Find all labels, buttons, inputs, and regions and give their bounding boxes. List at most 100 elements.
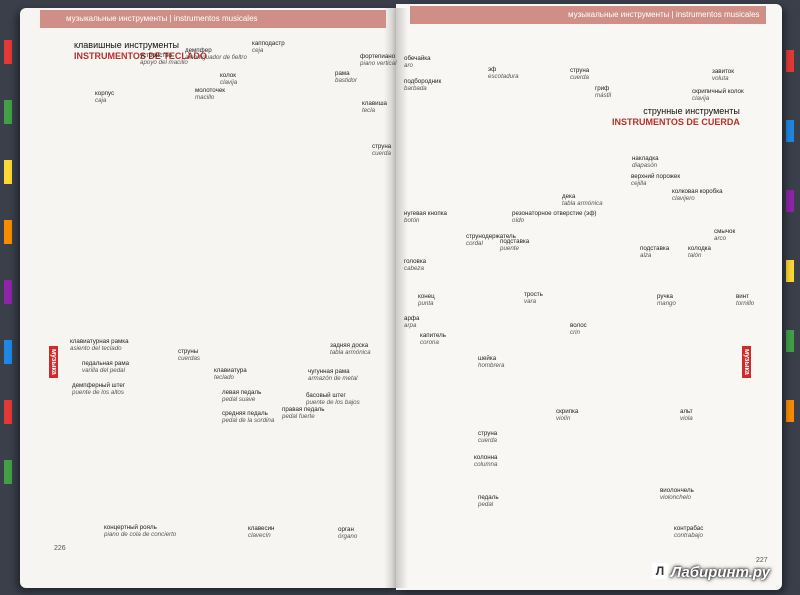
right-label-ru: волос xyxy=(570,322,587,329)
right-label-ru: струна xyxy=(478,430,498,437)
right-label-ru: подставка xyxy=(500,238,530,245)
right-label-es: cordal xyxy=(466,240,483,247)
right-title: струнные инструменты INSTRUMENTOS DE CUE… xyxy=(612,106,740,128)
left-label-es: macillo xyxy=(195,94,215,101)
page-edge-mark xyxy=(786,190,794,212)
right-label-ru: педаль xyxy=(478,494,499,501)
right-label-es: mango xyxy=(657,300,676,307)
left-label-ru: басовый штег xyxy=(306,392,346,399)
left-label-es: cuerdas xyxy=(178,355,201,362)
right-label-es: crin xyxy=(570,329,580,336)
left-label-ru: устройство xyxy=(140,52,172,59)
right-label-ru: струна xyxy=(570,67,590,74)
right-label-ru: трость xyxy=(524,291,543,298)
right-label-ru: подставка xyxy=(640,245,670,252)
left-header: музыкальные инструменты | instrumentos m… xyxy=(40,10,386,28)
left-label-ru: клавиатурная рамка xyxy=(70,338,129,345)
page-edge-mark xyxy=(4,220,12,244)
left-label-ru: капподастр xyxy=(252,40,285,47)
right-label-ru: колонна xyxy=(474,454,498,461)
left-page xyxy=(20,8,398,588)
left-label-ru: правая педаль xyxy=(282,406,325,413)
right-label-ru: виолончель xyxy=(660,487,694,494)
right-label-es: arco xyxy=(714,235,727,242)
left-label-ru: задняя доска xyxy=(330,342,369,349)
left-title-es: INSTRUMENTOS DE TECLADO xyxy=(74,51,207,61)
right-label-es: hombrera xyxy=(478,362,505,369)
left-label-es: ceja xyxy=(252,47,264,54)
right-label-ru: колковая коробка xyxy=(672,188,723,195)
left-label-ru: демпфер xyxy=(185,47,212,54)
right-label-es: pedal xyxy=(478,501,494,508)
right-label-ru: струнодержатель xyxy=(466,233,516,240)
left-label-ru: клавесин xyxy=(248,525,275,532)
page-edge-mark xyxy=(786,330,794,352)
left-label-ru: молоточек xyxy=(195,87,225,94)
page-edge-mark xyxy=(786,50,794,72)
right-label-ru: смычок xyxy=(714,228,736,235)
right-label-es: voluta xyxy=(712,75,729,82)
right-page xyxy=(396,4,782,590)
right-label-es: diapasón xyxy=(632,162,658,169)
right-side-tab: музыка xyxy=(742,346,751,378)
right-label-ru: эф xyxy=(488,66,497,73)
right-label-es: cuerda xyxy=(478,437,497,444)
right-label-es: cabeza xyxy=(404,265,424,272)
left-label-ru: струны xyxy=(178,348,199,355)
left-label-ru: левая педаль xyxy=(222,389,262,396)
left-label-ru: чугунная рама xyxy=(308,368,350,375)
right-label-ru: дека xyxy=(562,193,576,200)
right-label-es: escotadura xyxy=(488,73,519,80)
right-label-es: clavija xyxy=(692,95,710,102)
left-label-es: amortiguador de fieltro xyxy=(185,54,247,61)
page-edge-mark xyxy=(4,460,12,484)
right-label-es: tornillo xyxy=(736,300,755,307)
right-label-ru: ручка xyxy=(657,293,673,300)
right-title-es: INSTRUMENTOS DE CUERDA xyxy=(612,117,740,127)
right-label-es: vara xyxy=(524,298,537,305)
left-page-number: 226 xyxy=(54,545,66,552)
right-label-13: резонаторное отверстие (эф)oído xyxy=(512,210,597,224)
left-label-ru: орган xyxy=(338,526,354,533)
left-label-es: apoyo del macillo xyxy=(140,59,188,66)
right-label-ru: накладка xyxy=(632,155,659,162)
page-edge-mark xyxy=(786,260,794,282)
left-label-es: piano vertical xyxy=(360,60,397,67)
left-label-es: teclado xyxy=(214,374,234,381)
right-label-es: arpa xyxy=(404,322,417,329)
right-label-ru: колодка xyxy=(688,245,711,252)
right-label-es: violonchelo xyxy=(660,494,691,501)
left-label-es: pedal suave xyxy=(222,396,256,403)
left-title: клавишные инструменты INSTRUMENTOS DE TE… xyxy=(74,40,207,62)
right-label-es: mástil xyxy=(595,92,612,99)
left-title-ru: клавишные инструменты xyxy=(74,40,179,50)
right-label-es: tabla armónica xyxy=(562,200,603,207)
left-label-ru: концертный рояль xyxy=(104,524,157,531)
